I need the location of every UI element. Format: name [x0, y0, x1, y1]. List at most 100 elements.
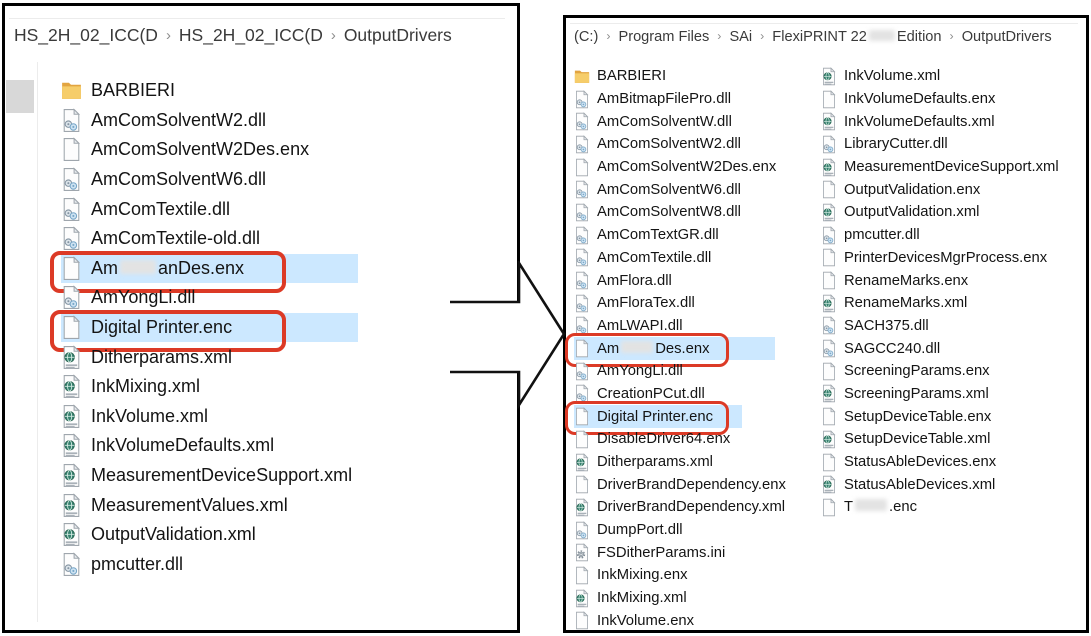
file-row[interactable]: AmFloraTex.dll: [574, 292, 786, 315]
file-row[interactable]: ScreeningParams.xml: [821, 383, 1059, 406]
file-row[interactable]: BARBIERI: [574, 65, 786, 88]
file-name: AmComSolventW.dll: [597, 113, 732, 130]
file-row[interactable]: AmComSolventW6.dll: [574, 178, 786, 201]
breadcrumb-segment[interactable]: HS_2H_02_ICC(D: [14, 25, 158, 45]
file-row[interactable]: AmComSolventW2.dll: [574, 133, 786, 156]
file-name: SACH375.dll: [844, 317, 929, 334]
file-name: AmComTextGR.dll: [597, 227, 719, 244]
file-row-content: AmComSolventW6.dll: [61, 165, 266, 195]
breadcrumb-text: FlexiPRINT 22: [772, 29, 867, 45]
file-name: AmYongLi.dll: [597, 363, 683, 380]
file-row[interactable]: FSDitherParams.ini: [574, 541, 786, 564]
file-row[interactable]: RenameMarks.enx: [821, 269, 1059, 292]
file-row[interactable]: AmComTextGR.dll: [574, 224, 786, 247]
file-row[interactable]: StatusAbleDevices.enx: [821, 451, 1059, 474]
file-name: MeasurementValues.xml: [91, 494, 288, 515]
breadcrumb-segment[interactable]: (C:): [574, 29, 598, 45]
file-row[interactable]: SetupDeviceTable.enx: [821, 405, 1059, 428]
file-row[interactable]: DriverBrandDependency.enx: [574, 473, 786, 496]
file-row[interactable]: Digital Printer.enc: [565, 401, 786, 436]
xml-icon: [821, 430, 837, 449]
file-row[interactable]: AmFlora.dll: [574, 269, 786, 292]
file-row[interactable]: InkVolume.enx: [574, 610, 786, 633]
file-row[interactable]: InkMixing.enx: [574, 564, 786, 587]
file-row[interactable]: AmLWAPI.dll: [574, 315, 786, 338]
file-row[interactable]: InkVolumeDefaults.xml: [61, 431, 358, 461]
file-row[interactable]: DisableDriver64.enx: [574, 428, 786, 451]
file-row[interactable]: Ditherparams.xml: [574, 451, 786, 474]
file-row[interactable]: PrinterDevicesMgrProcess.enx: [821, 247, 1059, 270]
file-row[interactable]: StatusAbleDevices.xml: [821, 473, 1059, 496]
file-row-content: PrinterDevicesMgrProcess.enx: [821, 247, 1047, 270]
file-name: OutputValidation.enx: [844, 181, 981, 198]
transfer-arrow-icon: [450, 261, 566, 410]
breadcrumb-separator: ›: [606, 29, 611, 43]
file-row[interactable]: InkVolumeDefaults.enx: [821, 88, 1059, 111]
file-row[interactable]: SACH375.dll: [821, 315, 1059, 338]
file-row[interactable]: AmComSolventW2Des.enx: [61, 135, 358, 165]
scrollbar-thumb[interactable]: [6, 80, 34, 113]
breadcrumb-segment[interactable]: SAi: [729, 29, 752, 45]
breadcrumb-segment[interactable]: HS_2H_02_ICC(D: [179, 25, 323, 45]
file-row-content: CreationPCut.dll: [574, 383, 705, 406]
doc-icon: [821, 407, 837, 426]
breadcrumb-segment[interactable]: Program Files: [618, 29, 709, 45]
dll-icon: [574, 293, 590, 313]
breadcrumb-segment[interactable]: OutputDrivers: [344, 25, 452, 45]
file-row[interactable]: BARBIERI: [61, 76, 358, 106]
file-row[interactable]: InkVolumeDefaults.xml: [821, 110, 1059, 133]
file-row[interactable]: LibraryCutter.dll: [821, 133, 1059, 156]
file-row[interactable]: DumpPort.dll: [574, 519, 786, 542]
file-row[interactable]: InkMixing.xml: [61, 372, 358, 402]
file-row-content: AmComSolventW2Des.enx: [574, 156, 776, 179]
file-row[interactable]: InkMixing.xml: [574, 587, 786, 610]
file-row[interactable]: MeasurementDeviceSupport.xml: [61, 461, 358, 491]
file-row[interactable]: pmcutter.dll: [821, 224, 1059, 247]
file-row[interactable]: Ditherparams.xml: [61, 342, 358, 372]
file-row[interactable]: AmComSolventW.dll: [574, 110, 786, 133]
file-row[interactable]: pmcutter.dll: [61, 550, 358, 580]
file-row[interactable]: OutputValidation.xml: [821, 201, 1059, 224]
file-row[interactable]: SetupDeviceTable.xml: [821, 428, 1059, 451]
file-row[interactable]: T.enc: [821, 496, 1059, 519]
file-row[interactable]: OutputValidation.enx: [821, 178, 1059, 201]
file-row[interactable]: CreationPCut.dll: [574, 383, 786, 406]
file-row[interactable]: AmComTextile.dll: [61, 194, 358, 224]
file-row[interactable]: AmBitmapFilePro.dll: [574, 88, 786, 111]
file-row[interactable]: AmComSolventW8.dll: [574, 201, 786, 224]
file-row[interactable]: AmComSolventW2Des.enx: [574, 156, 786, 179]
file-row[interactable]: ScreeningParams.enx: [821, 360, 1059, 383]
file-row-content: InkMixing.xml: [574, 587, 687, 610]
file-row[interactable]: MeasurementValues.xml: [61, 490, 358, 520]
file-row[interactable]: AmComSolventW6.dll: [61, 165, 358, 195]
file-row[interactable]: DriverBrandDependency.xml: [574, 496, 786, 519]
file-row[interactable]: MeasurementDeviceSupport.xml: [821, 156, 1059, 179]
file-name: RenameMarks.xml: [844, 295, 968, 312]
dll-icon: [574, 316, 590, 335]
file-row[interactable]: RenameMarks.xml: [821, 292, 1059, 315]
file-row-content: FSDitherParams.ini: [574, 541, 725, 564]
breadcrumb-segment[interactable]: OutputDrivers: [962, 29, 1052, 45]
file-row[interactable]: AmComSolventW2.dll: [61, 106, 358, 136]
file-row[interactable]: AmComTextile.dll: [574, 247, 786, 270]
file-row[interactable]: AmYongLi.dll: [574, 360, 786, 383]
file-row-content: StatusAbleDevices.xml: [821, 473, 995, 496]
file-row[interactable]: AmComTextile-old.dll: [61, 224, 358, 254]
file-row[interactable]: InkVolume.xml: [821, 65, 1059, 88]
file-row[interactable]: AmYongLi.dll: [61, 283, 358, 313]
file-row[interactable]: SAGCC240.dll: [821, 337, 1059, 360]
file-row[interactable]: Digital Printer.enc: [50, 309, 358, 352]
file-name: AmYongLi.dll: [91, 287, 196, 308]
file-row-content: AmYongLi.dll: [61, 283, 195, 313]
folder-icon: [61, 78, 82, 103]
file-row[interactable]: InkVolume.xml: [61, 402, 358, 432]
xml-icon: [61, 463, 82, 488]
file-row[interactable]: OutputValidation.xml: [61, 520, 358, 550]
file-name: AmLWAPI.dll: [597, 317, 683, 334]
